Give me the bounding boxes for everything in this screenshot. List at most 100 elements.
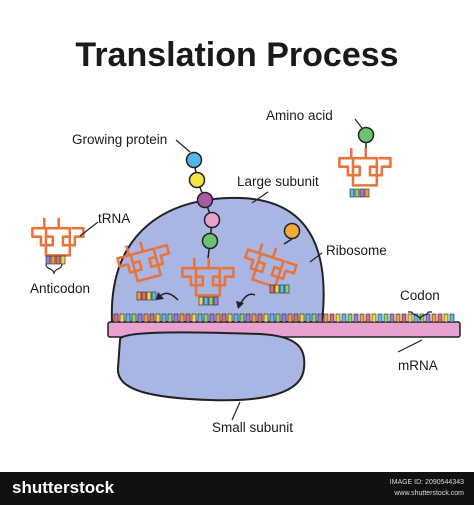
label-anticodon: Anticodon [30, 281, 91, 296]
codon-tick [251, 313, 257, 323]
codon-tick [341, 313, 347, 323]
label-mrna: mRNA [398, 358, 438, 373]
codon-tick [281, 313, 287, 323]
anticodon-tick [354, 188, 360, 198]
codon-tick [197, 313, 203, 323]
codon-tick [407, 313, 413, 323]
label-growing-protein: Growing protein [72, 132, 168, 147]
page-title: Translation Process [75, 36, 399, 74]
codon-tick [227, 313, 233, 323]
codon-tick [365, 313, 371, 323]
label-amino-acid: Amino acid [266, 108, 333, 123]
label-large-subunit: Large subunit [237, 174, 319, 189]
anticodon-tick [269, 284, 275, 294]
codon-tick [413, 313, 419, 323]
codon-tick [323, 313, 329, 323]
codon-tick [113, 313, 119, 323]
codon-tick [149, 313, 155, 323]
codon-tick [137, 313, 143, 323]
anticodon-tick [45, 255, 51, 265]
trna-site-right [244, 243, 298, 289]
trna-site-left [116, 241, 171, 283]
codon-tick [437, 313, 443, 323]
codon-tick [353, 313, 359, 323]
codon-tick [371, 313, 377, 323]
anticodon-tick [146, 291, 152, 301]
codon-tick [263, 313, 269, 323]
codon-ticks [113, 313, 455, 323]
codon-tick [161, 313, 167, 323]
codon-tick [431, 313, 437, 323]
anticodon-tick [284, 284, 290, 294]
anticodon-tick [213, 296, 219, 306]
amino-purple [196, 191, 214, 209]
codon-tick [167, 313, 173, 323]
amino-green [201, 232, 219, 250]
codon-tick [335, 313, 341, 323]
brand-logo: shutterstock [12, 478, 115, 497]
anticodon-tick [364, 188, 370, 198]
anticodon-tick [203, 296, 209, 306]
trna-free-right [338, 148, 392, 187]
codon-tick [305, 313, 311, 323]
free-amino-green [357, 126, 375, 144]
small-subunit [116, 331, 306, 402]
codon-tick [245, 313, 251, 323]
anticodon-tick [349, 188, 355, 198]
codon-tick [383, 313, 389, 323]
codon-tick [221, 313, 227, 323]
codon-tick [125, 313, 131, 323]
footer-bar: shutterstock IMAGE ID: 2090544343 www.sh… [0, 472, 474, 505]
codon-tick [143, 313, 149, 323]
anticodon-tick [274, 284, 280, 294]
label-small-subunit: Small subunit [212, 420, 294, 435]
codon-tick [317, 313, 323, 323]
anticodon-tick [208, 296, 214, 306]
codon-tick [191, 313, 197, 323]
site-url: www.shutterstock.com [394, 490, 464, 497]
anticodon-tick [279, 284, 285, 294]
anticodon-tick [359, 188, 365, 198]
translation-diagram [31, 118, 461, 421]
codon-tick [131, 313, 137, 323]
codon-tick [359, 313, 365, 323]
amino-yellow [188, 171, 206, 189]
codon-tick [299, 313, 305, 323]
codon-tick [449, 313, 455, 323]
codon-tick [185, 313, 191, 323]
codon-tick [173, 313, 179, 323]
codon-tick [347, 313, 353, 323]
codon-tick [179, 313, 185, 323]
anticodon-tick [50, 255, 56, 265]
anticodon-tick [136, 291, 142, 301]
label-trna: tRNA [98, 211, 131, 226]
codon-tick [293, 313, 299, 323]
codon-tick [275, 313, 281, 323]
codon-tick [257, 313, 263, 323]
codon-tick [443, 313, 449, 323]
codon-tick [377, 313, 383, 323]
label-ribosome: Ribosome [326, 243, 387, 258]
codon-tick [203, 313, 209, 323]
codon-tick [311, 313, 317, 323]
trna-site-middle [181, 258, 235, 297]
codon-tick [401, 313, 407, 323]
codon-tick [215, 313, 221, 323]
codon-tick [209, 313, 215, 323]
label-codon: Codon [400, 288, 440, 303]
anticodon-tick [60, 255, 66, 265]
anticodon-tick [151, 291, 157, 301]
codon-tick [155, 313, 161, 323]
codon-tick [269, 313, 275, 323]
anticodon-tick [198, 296, 204, 306]
anticodon-caps [45, 188, 370, 306]
codon-tick [425, 313, 431, 323]
trna-free-left [31, 218, 85, 257]
amino-pink [203, 211, 221, 229]
codon-tick [395, 313, 401, 323]
amino-cyan [185, 151, 203, 169]
codon-tick [119, 313, 125, 323]
image-id: IMAGE ID: 2090544343 [389, 479, 464, 486]
codon-tick [329, 313, 335, 323]
